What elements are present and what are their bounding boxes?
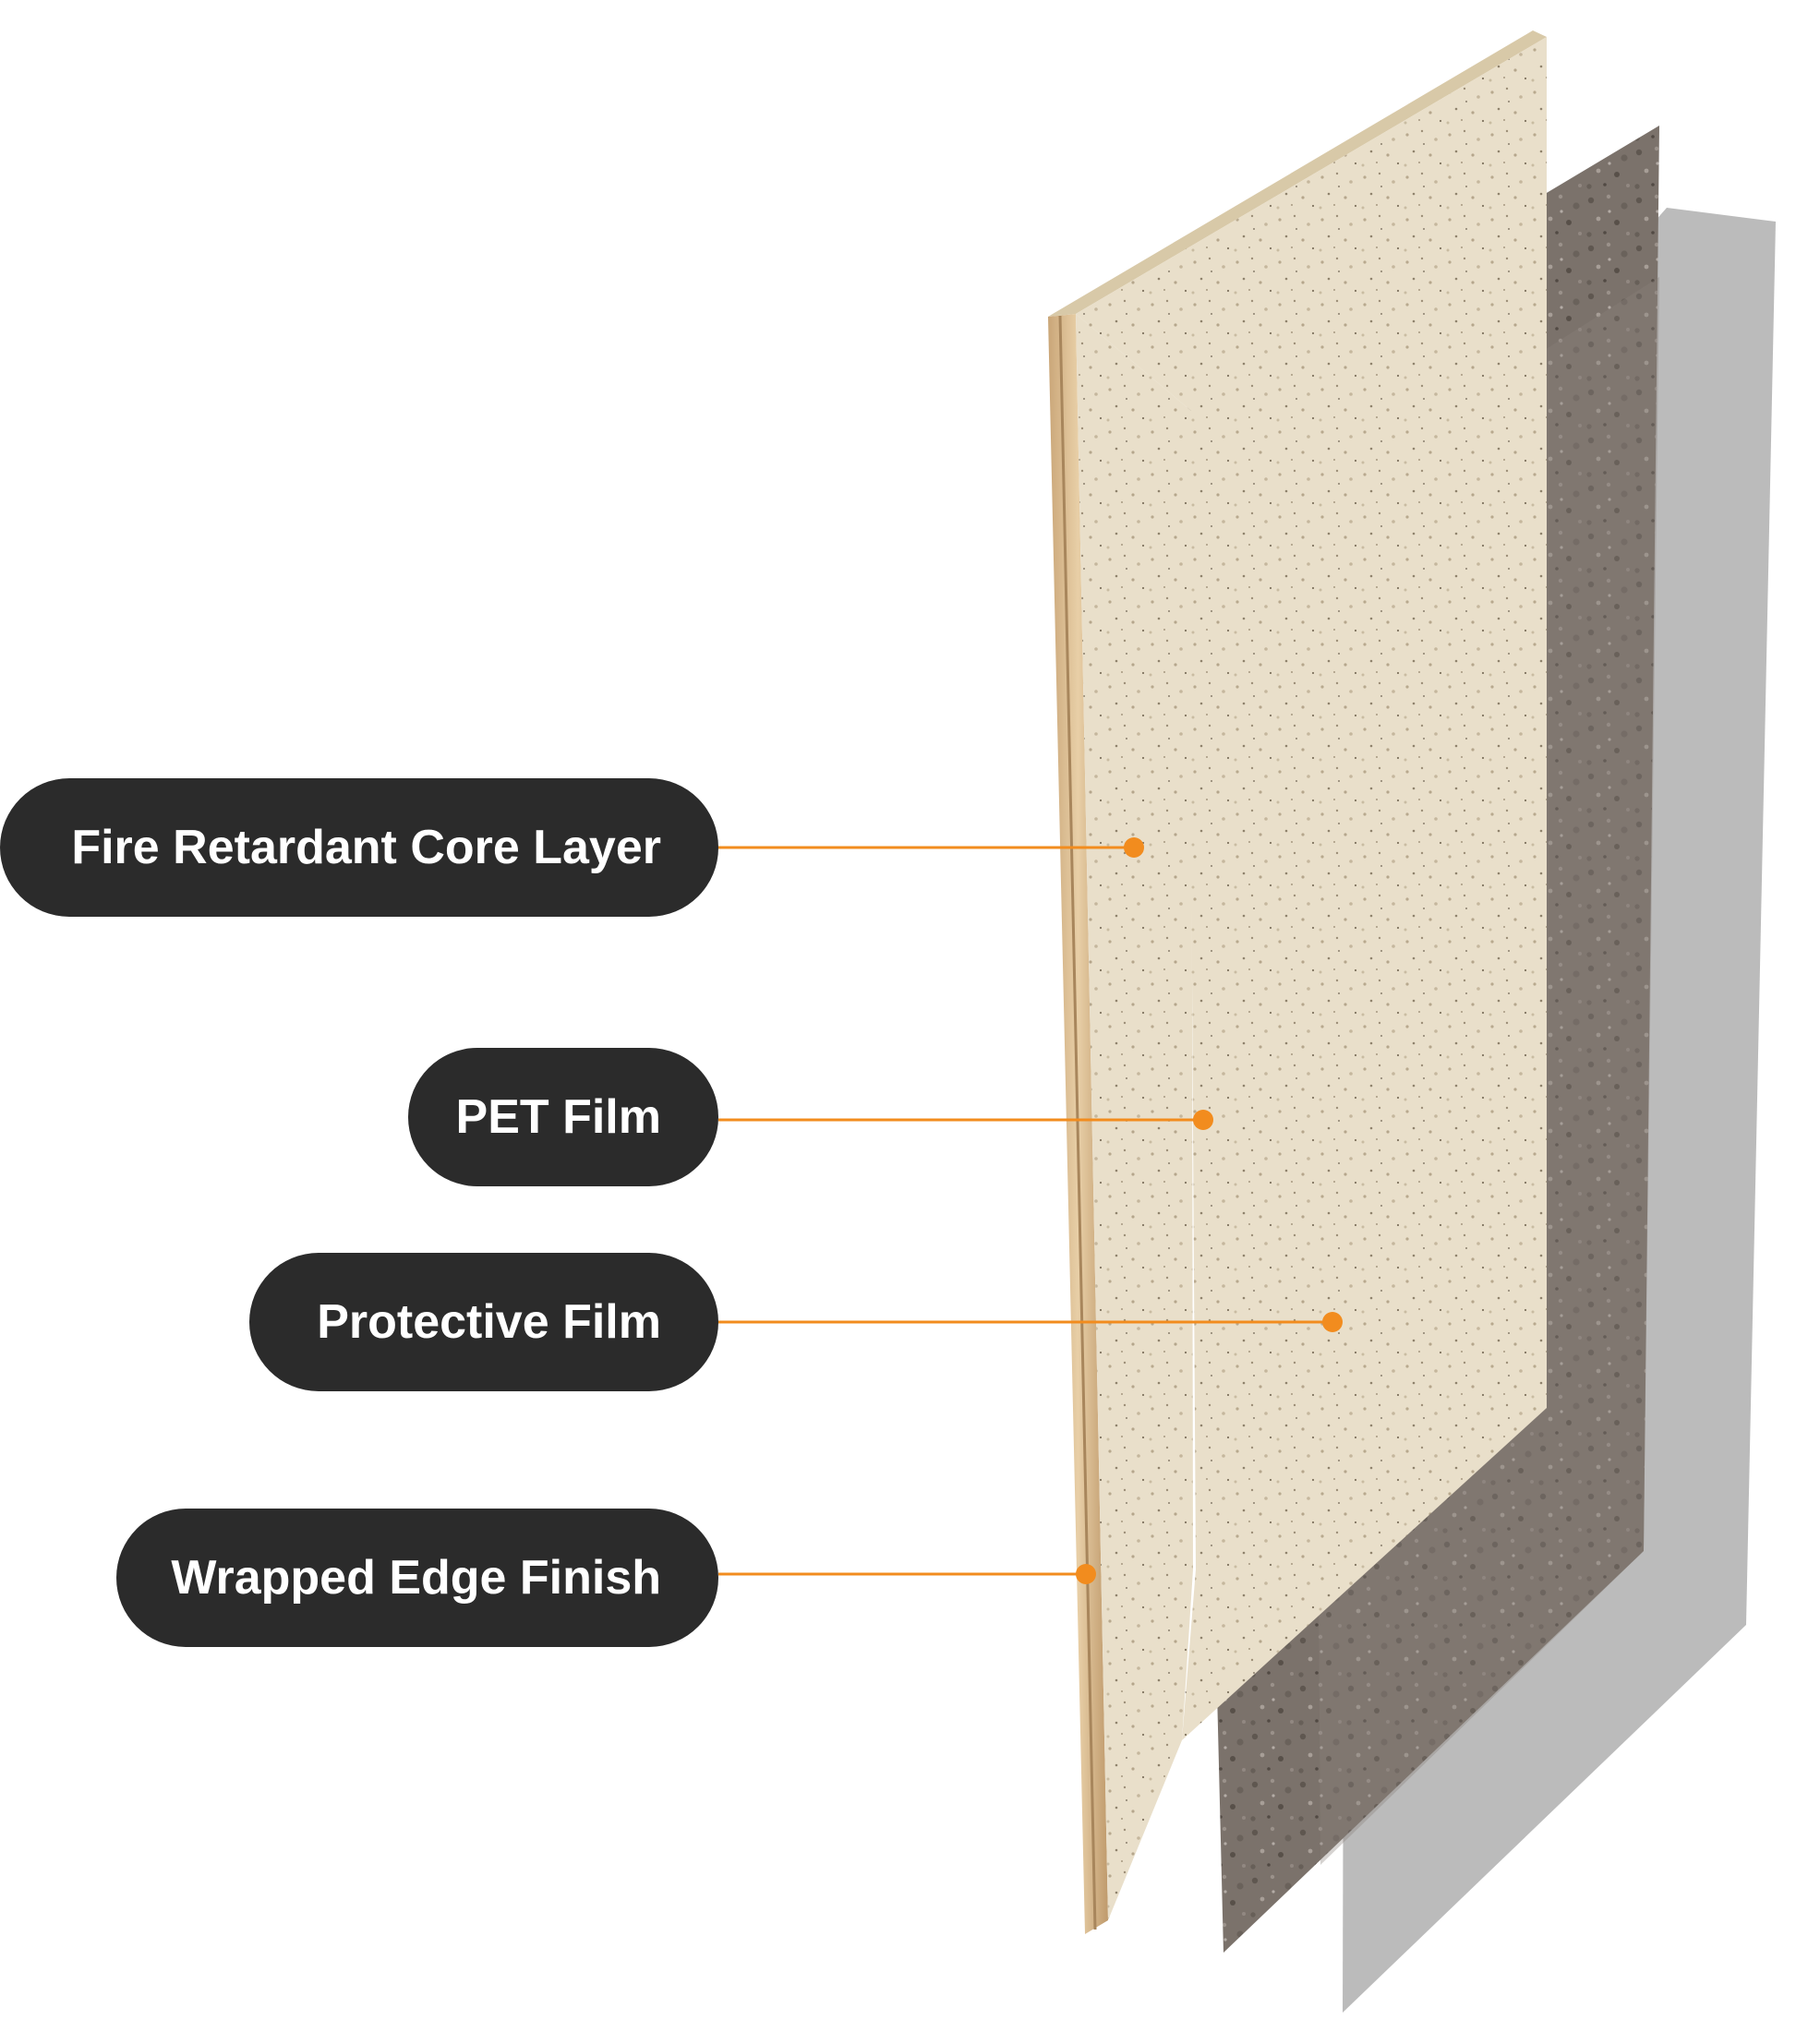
core-layer-lower (1076, 314, 1193, 1920)
label-text: Protective Film (317, 1295, 661, 1349)
label-text: Wrapped Edge Finish (171, 1551, 661, 1605)
leader-dots (1076, 837, 1343, 1584)
label-pet-film: PET Film (408, 1048, 718, 1186)
edge-groove-line (1058, 315, 1097, 1930)
dot-core (1124, 837, 1144, 858)
core-layer (1076, 37, 1547, 1740)
label-fire-retardant-core-layer: Fire Retardant Core Layer (0, 778, 718, 917)
dot-edge (1076, 1564, 1096, 1584)
label-wrapped-edge-finish: Wrapped Edge Finish (116, 1509, 718, 1647)
dot-protective (1322, 1312, 1343, 1332)
core-top-edge (1048, 30, 1547, 317)
dot-pet (1193, 1110, 1213, 1130)
label-text: Fire Retardant Core Layer (71, 821, 661, 874)
leader-lines (718, 846, 1332, 1576)
label-protective-film: Protective Film (249, 1253, 718, 1391)
label-text: PET Film (455, 1090, 661, 1144)
